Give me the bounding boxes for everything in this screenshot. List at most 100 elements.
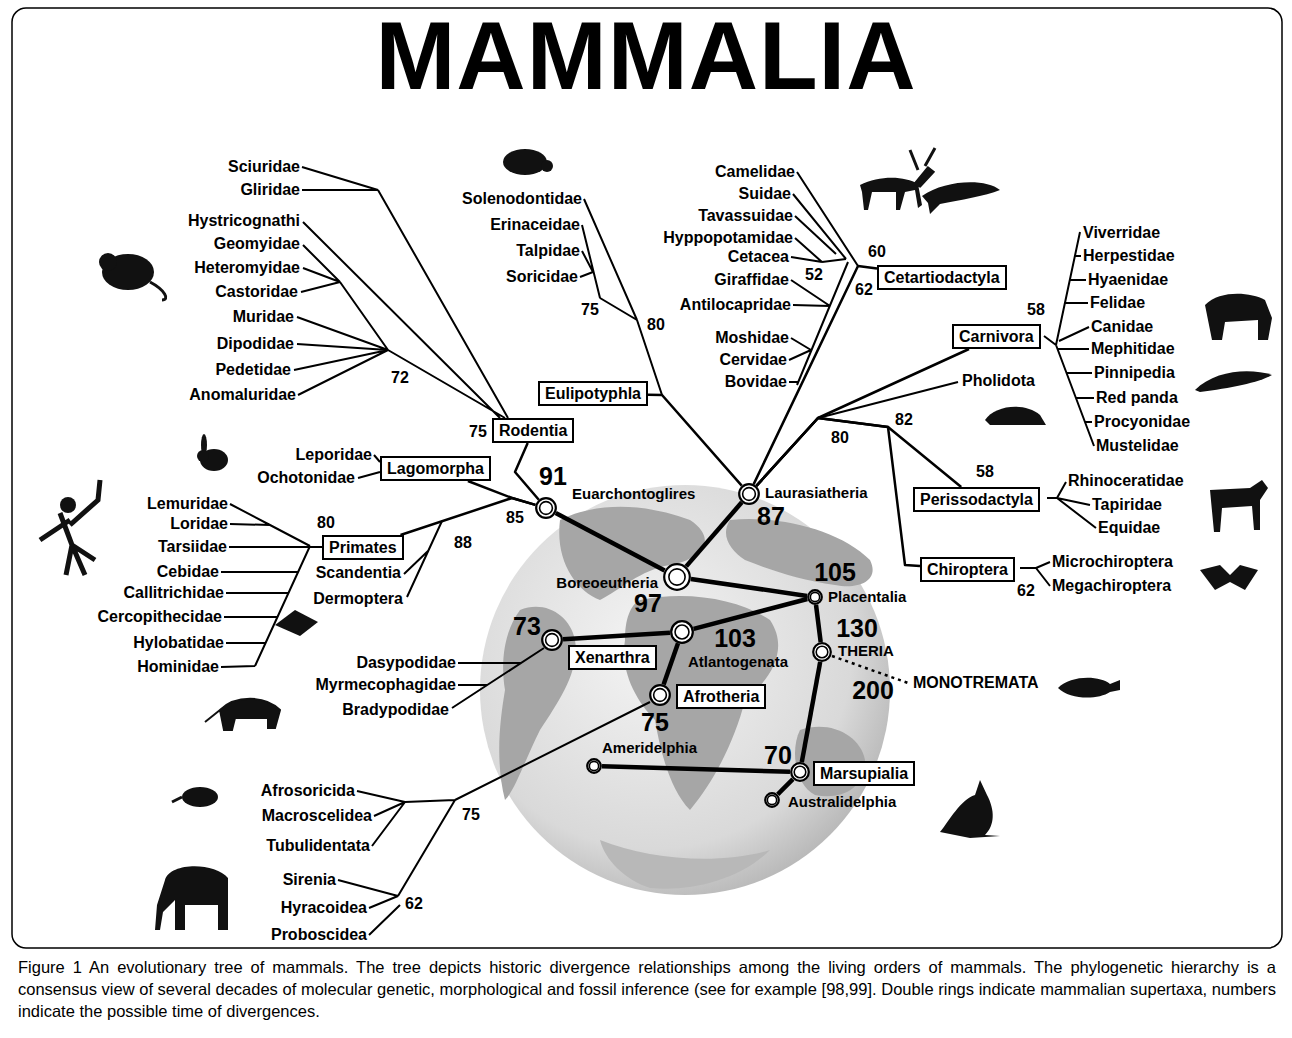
taxon-label: Muridae: [233, 308, 294, 326]
taxon-label: Pinnipedia: [1094, 364, 1175, 382]
taxon-label: Erinaceidae: [490, 216, 580, 234]
order-name: Chiroptera: [927, 560, 1008, 579]
supertaxon-label: Laurasiatheria: [765, 484, 868, 502]
order-name: Lagomorpha: [387, 459, 484, 478]
taxon-label: Macroscelidea: [262, 807, 372, 825]
double-ring: [812, 642, 832, 662]
supertaxon-label: Atlantogenata: [688, 653, 788, 671]
lineage-branch: [602, 766, 790, 772]
double-ring: [663, 563, 691, 591]
animal-silhouettes: [40, 148, 1272, 930]
frame: [12, 8, 1282, 948]
divergence-time: 60: [868, 243, 886, 261]
double-ring: [738, 483, 760, 505]
divergence-time: 82: [895, 411, 913, 429]
taxon-label: Felidae: [1090, 294, 1145, 312]
taxon-label: Tapiridae: [1092, 496, 1162, 514]
order-box: Primates: [322, 535, 404, 560]
double-ring: [541, 629, 563, 651]
supertaxon-ring: Placentalia: [807, 589, 823, 605]
lineage-branch: [802, 662, 820, 762]
taxon-label: Bovidae: [725, 373, 787, 391]
taxon-label: Loridae: [170, 515, 228, 533]
supertaxon-ring: Atlantogenata: [670, 620, 694, 644]
taxon-label: Hyracoidea: [281, 899, 367, 917]
taxon-label: Tavassuidae: [698, 207, 793, 225]
divergence-time: 103: [714, 625, 756, 651]
taxon-label: MONOTREMATA: [913, 674, 1039, 692]
taxon-label: Afrosoricida: [261, 782, 355, 800]
lineage-branch: [515, 443, 539, 500]
taxon-label: Lemuridae: [147, 495, 228, 513]
taxon-label: Proboscidea: [271, 926, 367, 944]
lineage-branch: [648, 395, 742, 486]
taxon-label: Leporidae: [296, 446, 372, 464]
supertaxon-label: Ameridelphia: [602, 739, 697, 757]
taxon-label: Mustelidae: [1096, 437, 1179, 455]
divergence-time: 87: [757, 503, 785, 529]
taxon-label: Sirenia: [283, 871, 336, 889]
divergence-time: 75: [462, 806, 480, 824]
divergence-time: 80: [647, 316, 665, 334]
double-ring: [790, 762, 810, 782]
taxon-label: Equidae: [1098, 519, 1160, 537]
taxon-label: Hyaenidae: [1088, 271, 1168, 289]
order-box: Cetartiodactyla: [877, 265, 1007, 290]
taxon-label: Herpestidae: [1083, 247, 1175, 265]
divergence-time: 105: [814, 559, 856, 585]
taxon-label: Pedetidae: [215, 361, 291, 379]
supertaxon-ring: THERIA: [812, 642, 832, 662]
taxon-label: Rhinoceratidae: [1068, 472, 1184, 490]
order-box: Marsupialia: [813, 761, 915, 786]
taxon-label: Castoridae: [215, 283, 298, 301]
lineage-branch: [756, 349, 969, 486]
taxon-label: Cervidae: [719, 351, 787, 369]
divergence-time: 75: [641, 709, 669, 735]
divergence-time: 62: [855, 281, 873, 299]
divergence-time: 72: [391, 369, 409, 387]
taxon-label: Hominidae: [137, 658, 219, 676]
order-name: Afrotheria: [683, 687, 759, 706]
taxon-label: Megachiroptera: [1052, 577, 1171, 595]
taxon-label: Cebidae: [157, 563, 219, 581]
tree-branches: [221, 167, 1096, 935]
order-name: Cetartiodactyla: [884, 268, 1000, 287]
supertaxon-ring: Australidelphia: [764, 792, 780, 808]
taxon-label: Bradypodidae: [342, 701, 449, 719]
supertaxon-ring: Euarchontoglires: [535, 497, 557, 519]
divergence-time: 130: [836, 615, 878, 641]
order-box: Perissodactyla: [913, 487, 1040, 512]
taxon-label: Ochotonidae: [257, 469, 355, 487]
divergence-time: 58: [1027, 301, 1045, 319]
diagram-title: MAMMALIA: [0, 6, 1292, 106]
lineage-branch: [778, 779, 793, 794]
taxon-label: Hystricognathi: [188, 212, 300, 230]
order-box: Eulipotyphla: [538, 381, 648, 406]
taxon-label: Heteromyidae: [194, 259, 300, 277]
divergence-time: 80: [831, 429, 849, 447]
supertaxon-ring: Laurasiatheria: [738, 483, 760, 505]
supertaxon-label: THERIA: [838, 642, 894, 660]
taxon-label: Geomyidae: [214, 235, 300, 253]
double-ring: [807, 589, 823, 605]
taxon-label: Gliridae: [240, 181, 300, 199]
divergence-time: 58: [976, 463, 994, 481]
divergence-time: 75: [469, 423, 487, 441]
order-name: Eulipotyphla: [545, 384, 641, 403]
globe: [480, 485, 890, 895]
divergence-time: 52: [805, 266, 823, 284]
divergence-time: 97: [634, 590, 662, 616]
divergence-time: 200: [852, 677, 894, 703]
divergence-time: 75: [581, 301, 599, 319]
taxon-label: Moshidae: [715, 329, 789, 347]
order-box: Lagomorpha: [380, 456, 491, 481]
supertaxon-label: Placentalia: [828, 588, 906, 606]
supertaxon-label: Euarchontoglires: [572, 485, 695, 503]
supertaxon-ring: Boreoeutheria: [663, 563, 691, 591]
supertaxon-label: Australidelphia: [788, 793, 896, 811]
taxon-label: Callitrichidae: [124, 584, 224, 602]
taxon-label: Talpidae: [516, 242, 580, 260]
lineage-branch: [563, 633, 670, 640]
order-name: Primates: [329, 538, 397, 557]
